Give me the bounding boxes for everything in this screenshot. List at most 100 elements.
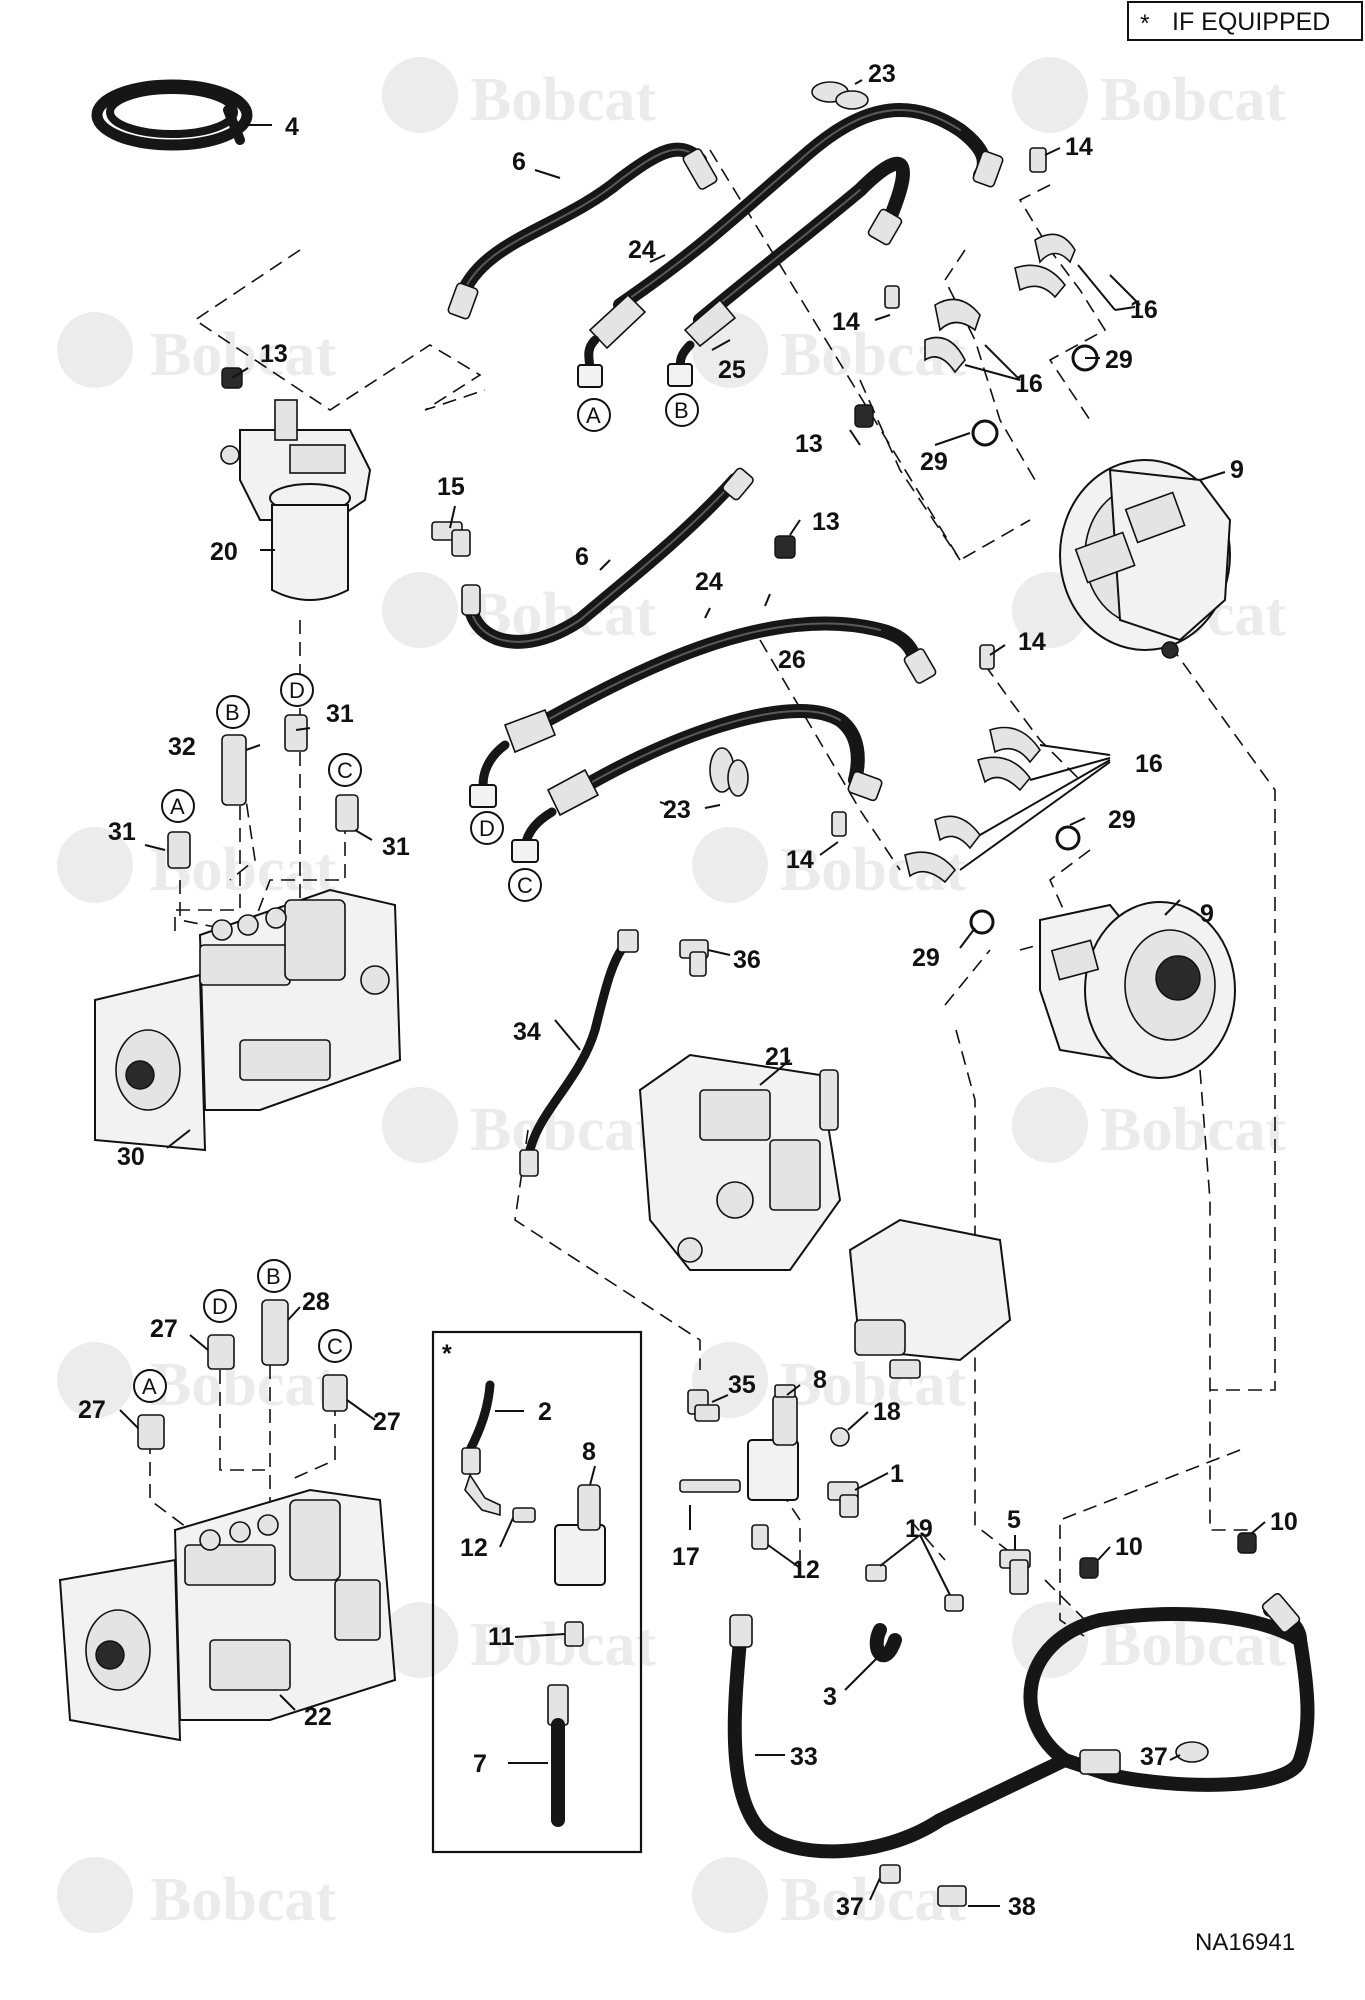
optional-equipment-inset: * bbox=[431, 1330, 643, 1854]
svg-text:A: A bbox=[170, 794, 185, 819]
callout-12: 12 bbox=[792, 1556, 820, 1584]
callout-30: 30 bbox=[117, 1143, 145, 1171]
callout-35: 35 bbox=[728, 1371, 756, 1399]
callout-24: 24 bbox=[695, 568, 723, 596]
svg-text:D: D bbox=[479, 816, 495, 841]
svg-text:B: B bbox=[674, 398, 689, 423]
callout-29: 29 bbox=[1108, 806, 1136, 834]
part-36-elbow-fitting bbox=[679, 939, 709, 977]
callout-13: 13 bbox=[795, 430, 823, 458]
part-25-hose-upper bbox=[667, 156, 910, 387]
callout-4: 4 bbox=[285, 113, 299, 141]
part-3-hose-cap bbox=[869, 1623, 902, 1663]
part-30-hydrostatic-pump bbox=[94, 888, 402, 1152]
watermark-logo: Bobcat bbox=[57, 312, 336, 389]
svg-text:A: A bbox=[586, 403, 601, 428]
leader-lines bbox=[119, 79, 1266, 1907]
part-27-fitting bbox=[322, 1374, 348, 1412]
callout-29: 29 bbox=[912, 944, 940, 972]
part-9-drive-motor-upper bbox=[1059, 459, 1232, 659]
connection-a-pump22: A bbox=[133, 1369, 167, 1403]
connection-a-upper: A bbox=[577, 398, 611, 432]
part-31-fitting bbox=[335, 794, 359, 832]
part-13-fitting bbox=[854, 404, 874, 428]
svg-text:Bobcat: Bobcat bbox=[150, 321, 336, 389]
callout-13: 13 bbox=[812, 508, 840, 536]
connection-d-pump30: D bbox=[280, 673, 314, 707]
part-14-bolt bbox=[1029, 147, 1047, 173]
svg-text:D: D bbox=[289, 678, 305, 703]
part-24-hose-upper bbox=[577, 102, 1004, 388]
connection-a-pump30: A bbox=[161, 789, 195, 823]
callout-11: 11 bbox=[488, 1623, 515, 1651]
callout-32: 32 bbox=[168, 733, 196, 761]
svg-text:A: A bbox=[142, 1374, 157, 1399]
watermark-logo: Bobcat bbox=[382, 1602, 656, 1679]
callout-37: 37 bbox=[1140, 1743, 1168, 1771]
drawing-number: NA16941 bbox=[1195, 1929, 1295, 1956]
part-16-flange-halves-upper bbox=[924, 233, 1076, 374]
callout-21: 21 bbox=[765, 1043, 793, 1071]
svg-text:C: C bbox=[327, 1334, 343, 1359]
svg-text:Bobcat: Bobcat bbox=[780, 1866, 966, 1934]
callout-15: 15 bbox=[437, 473, 465, 501]
callout-12: 12 bbox=[460, 1534, 488, 1562]
callout-2: 2 bbox=[538, 1398, 552, 1426]
callout-23: 23 bbox=[868, 60, 896, 88]
callout-8: 8 bbox=[582, 1438, 596, 1466]
part-32-fitting bbox=[221, 734, 247, 806]
connection-b-pump22: B bbox=[257, 1259, 291, 1293]
part-38-clip bbox=[937, 1885, 967, 1907]
callout-14: 14 bbox=[1018, 628, 1046, 656]
part-31-fitting bbox=[167, 831, 191, 869]
part-5-tee-fitting bbox=[999, 1549, 1031, 1595]
part-1-elbow-fitting bbox=[827, 1481, 859, 1518]
watermark-logo: Bobcat bbox=[692, 1857, 966, 1934]
watermark-logo: Bobcat bbox=[692, 1342, 966, 1419]
legend-text: IF EQUIPPED bbox=[1172, 8, 1330, 36]
if-equipped-legend: * IF EQUIPPED bbox=[1127, 1, 1363, 41]
callout-18: 18 bbox=[873, 1398, 901, 1426]
part-14-bolt bbox=[831, 811, 847, 837]
part-29-o-ring bbox=[1055, 825, 1081, 851]
callout-27: 27 bbox=[373, 1408, 401, 1436]
callout-7: 7 bbox=[473, 1750, 487, 1778]
callout-22: 22 bbox=[304, 1703, 332, 1731]
callout-14: 14 bbox=[1065, 133, 1093, 161]
callout-29: 29 bbox=[1105, 346, 1133, 374]
svg-text:D: D bbox=[212, 1294, 228, 1319]
callout-16: 16 bbox=[1130, 296, 1158, 324]
callout-17: 17 bbox=[672, 1543, 700, 1571]
callout-31: 31 bbox=[108, 818, 136, 846]
callout-37: 37 bbox=[836, 1893, 864, 1921]
part-31-fitting bbox=[284, 714, 308, 752]
part-18-nut bbox=[830, 1427, 850, 1447]
part-10-fitting bbox=[1237, 1532, 1257, 1554]
part-37-clamp bbox=[879, 1864, 901, 1884]
svg-text:B: B bbox=[225, 700, 240, 725]
part-10-fitting bbox=[1079, 1557, 1099, 1579]
watermark-layer: Bobcat Bobcat Bobcat Bobcat Bobcat Bobca… bbox=[57, 57, 1286, 1934]
watermark-logo: Bobcat bbox=[1012, 1087, 1286, 1164]
svg-text:Bobcat: Bobcat bbox=[780, 1351, 966, 1419]
callout-3: 3 bbox=[823, 1683, 837, 1711]
part-6-hose-upper bbox=[447, 142, 718, 320]
callout-24: 24 bbox=[628, 236, 656, 264]
part-37-clamp bbox=[1175, 1741, 1209, 1763]
connection-b-pump30: B bbox=[216, 695, 250, 729]
callout-6: 6 bbox=[575, 543, 589, 571]
part-14-bolt bbox=[979, 644, 995, 670]
part-29-o-ring bbox=[971, 419, 999, 447]
svg-text:Bobcat: Bobcat bbox=[150, 1351, 336, 1419]
part-35-elbow-fitting bbox=[687, 1389, 720, 1422]
part-19-fitting bbox=[944, 1594, 964, 1612]
callout-27: 27 bbox=[78, 1396, 106, 1424]
part-29-o-ring bbox=[969, 909, 995, 935]
callout-27: 27 bbox=[150, 1315, 178, 1343]
callout-9: 9 bbox=[1230, 456, 1244, 484]
callout-16: 16 bbox=[1015, 370, 1043, 398]
callout-6: 6 bbox=[512, 148, 526, 176]
callout-26: 26 bbox=[778, 646, 806, 674]
svg-text:Bobcat: Bobcat bbox=[470, 1096, 656, 1164]
connection-c-pump30: C bbox=[328, 753, 362, 787]
